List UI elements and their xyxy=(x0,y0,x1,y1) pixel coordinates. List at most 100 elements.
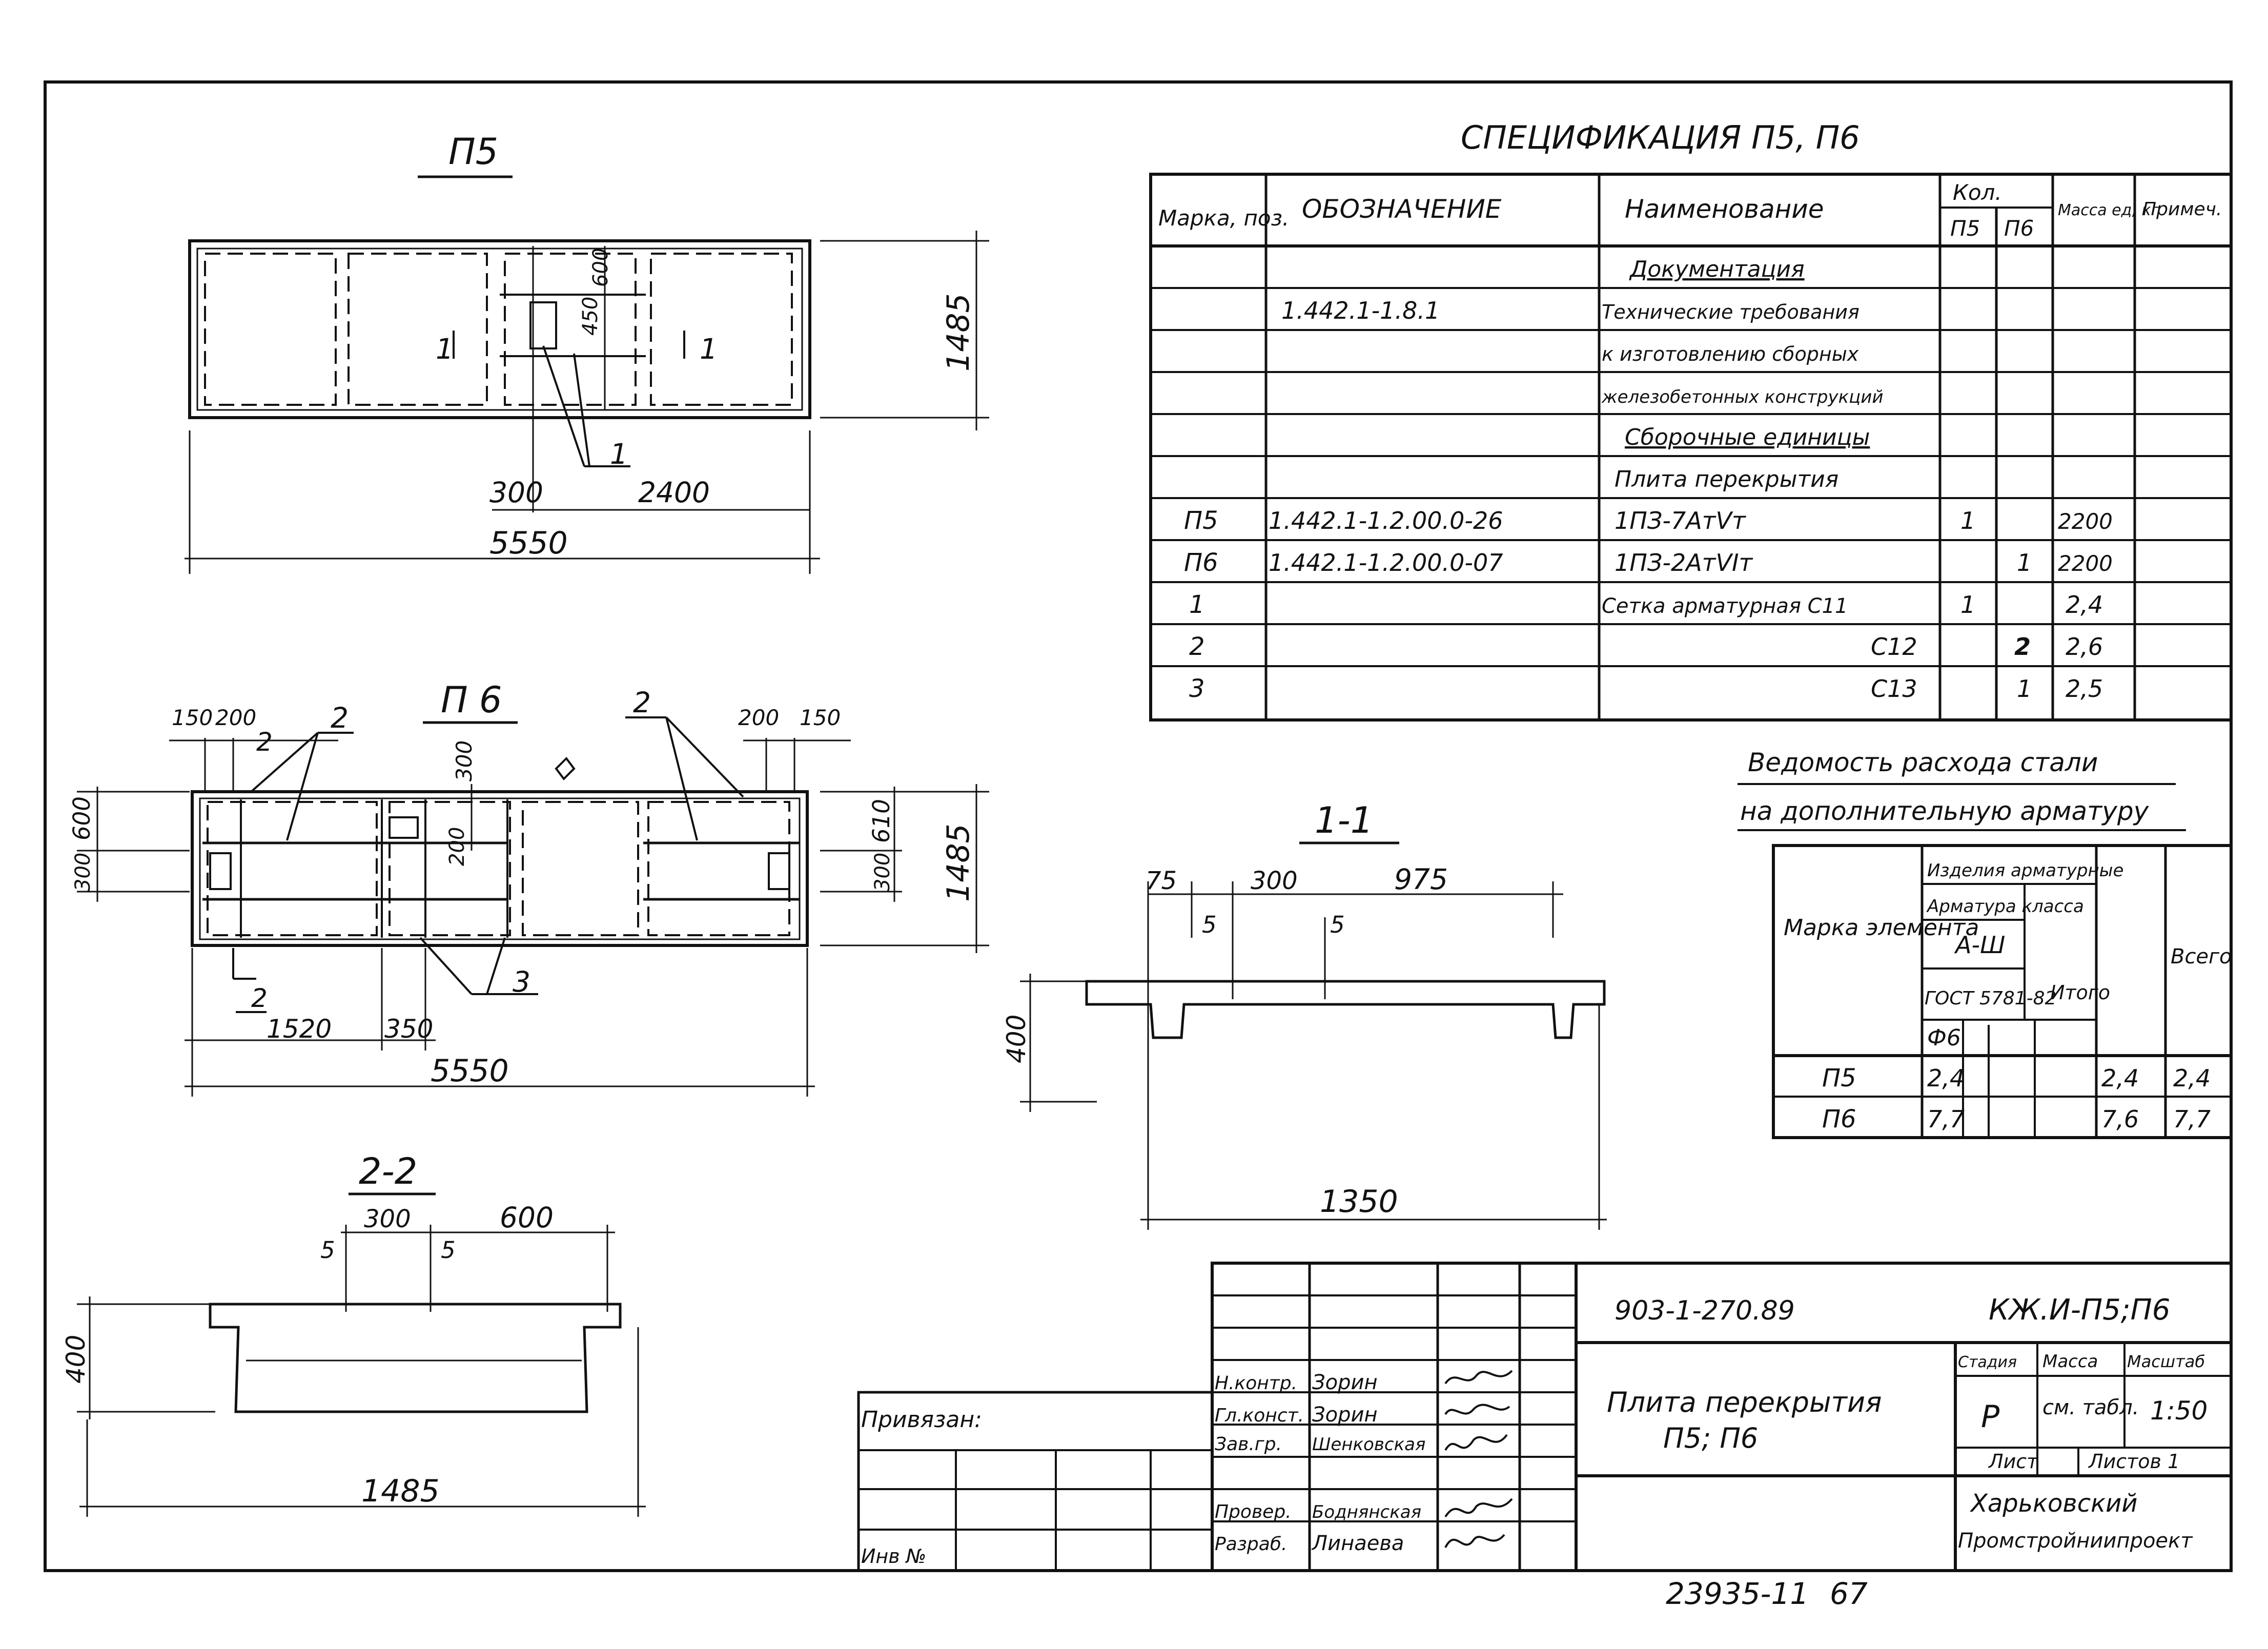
spec-h-qty-p6: П6 xyxy=(2004,216,2034,241)
p6-dim-300-left: 300 xyxy=(71,853,95,892)
section-1-1-title: 1-1 xyxy=(1315,799,1373,841)
signature-mark xyxy=(1444,1434,1508,1451)
spec-table: СПЕЦИФИКАЦИЯ П5, П6 Марка, поз. ОБОЗНАЧЕ… xyxy=(1149,119,2233,722)
spec-row-name: С12 xyxy=(1871,633,1917,661)
p5-mark-1-right: 1 xyxy=(700,333,718,365)
p5-dim-1485: 1485 xyxy=(941,293,976,372)
signature-mark xyxy=(1444,1404,1510,1415)
stamp-role: Гл.конст. xyxy=(1215,1405,1304,1426)
steel-h-products: Изделия арматурные xyxy=(1927,860,2123,881)
steel-row-mark: П5 xyxy=(1822,1064,1856,1093)
spec-row-name: Сборочные единицы xyxy=(1625,424,1870,450)
signature-mark xyxy=(1444,1370,1513,1385)
p6-mark-2-a: 2 xyxy=(331,702,349,734)
steel-row-value: 7,7 xyxy=(1927,1105,1965,1133)
stamp-person-name: Зорин xyxy=(1312,1371,1378,1394)
p6-dim-300-mid: 300 xyxy=(452,740,477,781)
steel-row-total: 2,4 xyxy=(2101,1064,2139,1092)
p6-dim-1485: 1485 xyxy=(941,823,976,902)
spec-row-p5: 1 xyxy=(1960,507,1975,534)
signature-mark xyxy=(1444,1498,1513,1518)
stamp-mass: см. табл. xyxy=(2042,1396,2139,1419)
signature-mark xyxy=(1444,1534,1505,1548)
spec-title: СПЕЦИФИКАЦИЯ П5, П6 xyxy=(1461,119,1860,156)
steel-h-mark: Марка элемента xyxy=(1784,915,1979,941)
spec-row-name: Сетка арматурная С11 xyxy=(1602,594,1848,618)
s11-dim-300: 300 xyxy=(1251,867,1298,895)
p6-dim-200-right: 200 xyxy=(738,705,779,730)
spec-row-mark: П5 xyxy=(1184,506,1218,535)
steel-h-phi: Ф6 xyxy=(1927,1025,1961,1051)
steel-row-value: 2,4 xyxy=(1927,1064,1965,1092)
p6-dim-600-left: 600 xyxy=(68,796,95,840)
s11-dim-75: 75 xyxy=(1146,867,1177,895)
spec-row-name: железобетонных конструкций xyxy=(1601,387,1883,407)
spec-row-name: С13 xyxy=(1871,675,1917,703)
stamp-sheets-h: Листов 1 xyxy=(2088,1450,2180,1473)
stamp-role: Н.контр. xyxy=(1215,1373,1297,1394)
stamp-subtitle: П5; П6 xyxy=(1663,1422,1758,1454)
spec-row-designation: 1.442.1-1.8.1 xyxy=(1281,297,1440,324)
spec-row-name: 1ПЗ-2АтVIт xyxy=(1615,549,1753,576)
p5-dim-5550: 5550 xyxy=(489,525,568,561)
spec-row-p5: 1 xyxy=(1960,591,1975,619)
p5-dim-450: 450 xyxy=(579,297,602,336)
stamp-title: Плита перекрытия xyxy=(1607,1386,1882,1418)
steel-title-1: Ведомость расхода стали xyxy=(1748,748,2098,777)
p6-dim-150-left: 150 xyxy=(172,705,213,730)
spec-h-designation: ОБОЗНАЧЕНИЕ xyxy=(1302,194,1502,224)
p6-dim-300-right: 300 xyxy=(871,853,894,892)
p5-mark-1-left: 1 xyxy=(436,333,454,365)
spec-row-mass: 2,6 xyxy=(2066,633,2103,661)
spec-h-mass: Масса ед, кг xyxy=(2058,201,2159,219)
spec-row-mass: 2200 xyxy=(2058,509,2113,534)
spec-h-note: Примеч. xyxy=(2142,199,2222,220)
stamp-org-2: Промстройниипроект xyxy=(1958,1529,2193,1553)
p6-mark-2-b: 2 xyxy=(256,727,273,757)
section-2-2-title: 2-2 xyxy=(359,1150,417,1192)
s22-dim-400: 400 xyxy=(61,1335,91,1384)
s22-dim-5-right: 5 xyxy=(441,1236,456,1264)
spec-row-name: к изготовлению сборных xyxy=(1602,343,1859,365)
stamp-person-name: Шенковская xyxy=(1312,1434,1425,1455)
section-1-1: 1-1 75 300 975 5 5 400 1350 xyxy=(1002,799,1607,1230)
spec-row-designation: 1.442.1-1.2.00.0-26 xyxy=(1269,507,1503,534)
section-2-2: 2-2 300 600 5 5 400 1485 xyxy=(61,1150,646,1517)
spec-h-name: Наименование xyxy=(1625,194,1824,224)
spec-row-name: Документация xyxy=(1629,256,1805,282)
title-block: Привязан: Инв № 903-1-270.89 КЖ.И-П5;П6 … xyxy=(857,1262,2233,1572)
steel-row-mark: П6 xyxy=(1822,1105,1856,1133)
p5-slab xyxy=(188,239,811,419)
steel-row-all: 7,7 xyxy=(2173,1105,2211,1133)
steel-row-total: 7,6 xyxy=(2101,1105,2139,1133)
view-p5-title: П5 xyxy=(448,131,498,173)
p6-dim-350: 350 xyxy=(384,1014,433,1044)
p6-dim-5550: 5550 xyxy=(431,1053,509,1089)
s11-dim-5-left: 5 xyxy=(1202,911,1217,938)
s22-profile xyxy=(209,1303,622,1413)
stamp-role: Провер. xyxy=(1215,1501,1292,1522)
stamp-person-name: Боднянская xyxy=(1312,1502,1421,1522)
steel-title-2: на дополнительную арматуру xyxy=(1740,796,2150,826)
spec-h-mark: Марка, поз. xyxy=(1158,205,1289,231)
spec-rows: Документация 1.442.1-1.8.1 Технические т… xyxy=(1184,256,2113,703)
stamp-stage-h: Стадия xyxy=(1958,1353,2017,1371)
p6-dim-200-left: 200 xyxy=(215,705,256,730)
stamp-linked: Привязан: xyxy=(861,1407,982,1433)
steel-row-all: 2,4 xyxy=(2173,1064,2211,1092)
spec-row-p6: 2 xyxy=(2014,633,2031,661)
stamp-scale: 1:50 xyxy=(2150,1396,2208,1426)
spec-row-mass: 2,4 xyxy=(2066,591,2103,619)
spec-row-mark: 3 xyxy=(1189,674,1205,703)
spec-row-name: Плита перекрытия xyxy=(1615,466,1838,492)
stamp-org-1: Харьковский xyxy=(1969,1489,2137,1518)
s22-dim-300: 300 xyxy=(364,1205,411,1233)
view-p6: П 6 150 200 200 150 2 xyxy=(68,679,989,1097)
spec-row-p6: 1 xyxy=(2017,675,2032,703)
steel-table: Ведомость расхода стали на дополнительну… xyxy=(1738,748,2233,1139)
p6-mark-3: 3 xyxy=(513,965,530,998)
steel-h-aiii: А-Ш xyxy=(1954,931,2005,959)
spec-row-mark: 2 xyxy=(1189,632,1205,661)
stamp-role: Зав.гр. xyxy=(1215,1434,1282,1455)
spec-h-qty: Кол. xyxy=(1953,180,2002,205)
